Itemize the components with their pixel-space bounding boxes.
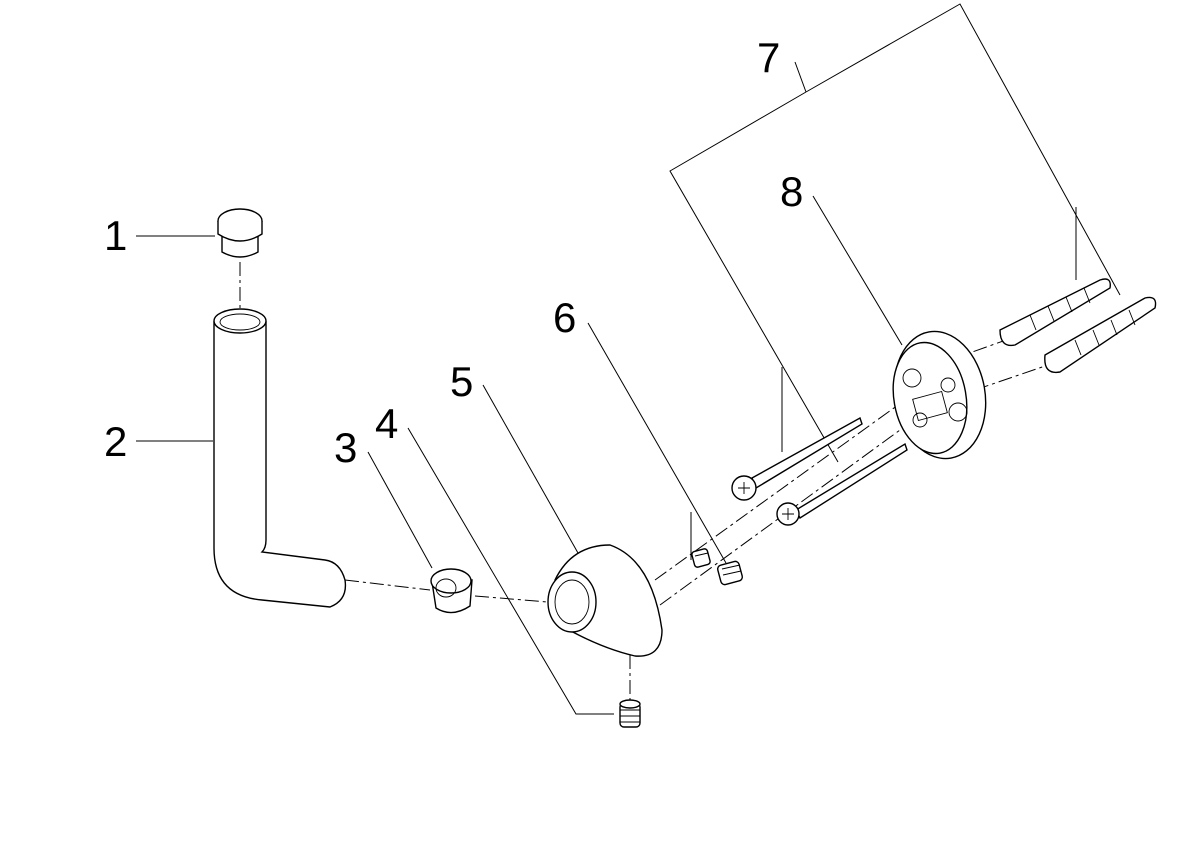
leader-4 <box>407 427 614 715</box>
callout-2: 2 <box>104 418 127 465</box>
grub-screw-part <box>619 699 641 728</box>
cap-part <box>217 208 263 258</box>
leader-6 <box>587 322 727 564</box>
wall-rosette-part <box>892 330 987 460</box>
wall-anchors-part <box>999 278 1157 374</box>
leader-7-right <box>805 3 1121 296</box>
screws-part <box>731 416 908 526</box>
callout-7: 7 <box>757 34 780 81</box>
leader-lines <box>136 3 1121 715</box>
leader-8 <box>812 195 903 346</box>
callout-3: 3 <box>334 424 357 471</box>
leader-7 <box>794 61 807 93</box>
bushing-part <box>430 568 473 614</box>
leader-3 <box>367 451 433 569</box>
cone-holder-part <box>547 544 663 657</box>
leader-7-left <box>669 91 839 463</box>
callout-1: 1 <box>104 212 127 259</box>
callout-8: 8 <box>780 168 803 215</box>
callout-4: 4 <box>375 400 398 447</box>
leader-5 <box>482 384 579 554</box>
set-screw-part <box>691 548 744 586</box>
callout-5: 5 <box>450 358 473 405</box>
bent-tube-part <box>213 308 347 608</box>
callout-6: 6 <box>553 294 576 341</box>
